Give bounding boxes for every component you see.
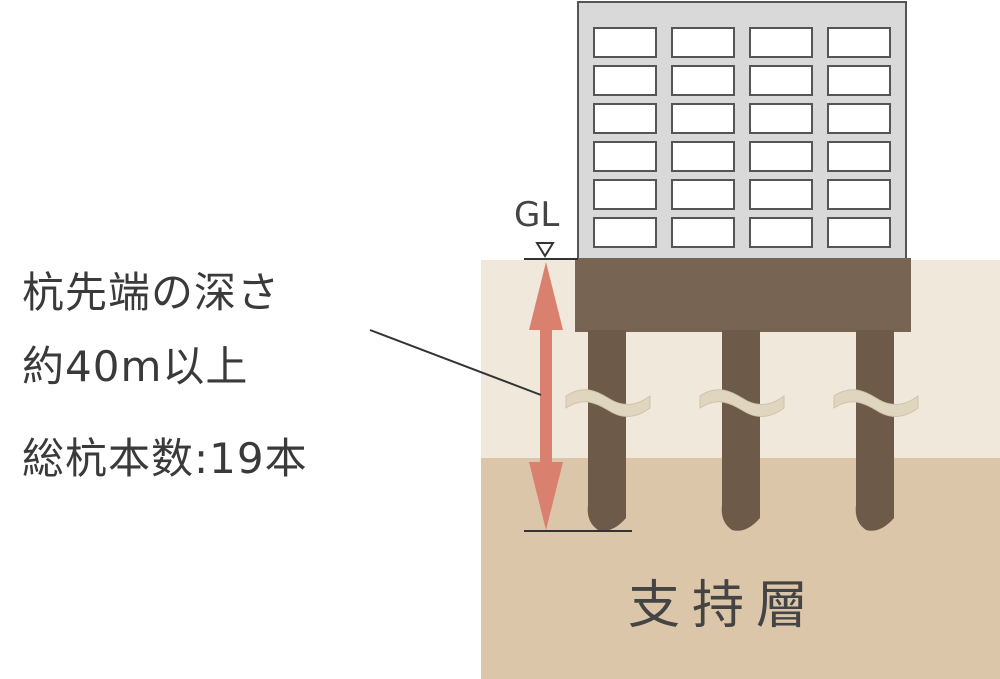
window-9 — [593, 103, 657, 134]
foundation-slab — [575, 258, 911, 332]
window-7 — [749, 65, 813, 96]
window-22 — [671, 217, 735, 248]
window-1 — [593, 27, 657, 58]
depth-arrow-head-up — [529, 262, 563, 330]
window-19 — [749, 179, 813, 210]
window-20 — [827, 179, 891, 210]
pile-tip-depth-label: 杭先端の深さ — [22, 268, 281, 317]
window-16 — [827, 141, 891, 172]
window-21 — [593, 217, 657, 248]
window-3 — [749, 27, 813, 58]
pile-2 — [721, 330, 760, 531]
window-2 — [671, 27, 735, 58]
pile-tip-depth-value: 約40m以上 — [22, 342, 249, 391]
window-23 — [749, 217, 813, 248]
window-12 — [827, 103, 891, 134]
ground-level-marker-icon — [535, 242, 555, 258]
window-18 — [671, 179, 735, 210]
window-6 — [671, 65, 735, 96]
pile-3 — [855, 330, 894, 531]
ground-level-label: GL — [514, 195, 560, 235]
window-11 — [749, 103, 813, 134]
window-4 — [827, 27, 891, 58]
strata-break-marks — [565, 389, 919, 417]
window-14 — [671, 141, 735, 172]
strata-break-2 — [699, 389, 785, 417]
total-piles-label: 総杭本数:19本 — [22, 434, 308, 483]
depth-arrow — [529, 262, 563, 530]
window-13 — [593, 141, 657, 172]
depth-arrow-shaft — [540, 292, 552, 500]
window-15 — [749, 141, 813, 172]
leader-line — [369, 329, 542, 396]
strata-break-3 — [833, 389, 919, 417]
window-10 — [671, 103, 735, 134]
piles — [587, 330, 894, 531]
depth-arrow-head-down — [529, 462, 563, 530]
bearing-layer-label: 支持層 — [628, 576, 821, 636]
window-24 — [827, 217, 891, 248]
window-17 — [593, 179, 657, 210]
pile-1 — [587, 330, 626, 531]
strata-break-1 — [565, 389, 651, 417]
window-5 — [593, 65, 657, 96]
building-windows — [593, 27, 891, 248]
window-8 — [827, 65, 891, 96]
